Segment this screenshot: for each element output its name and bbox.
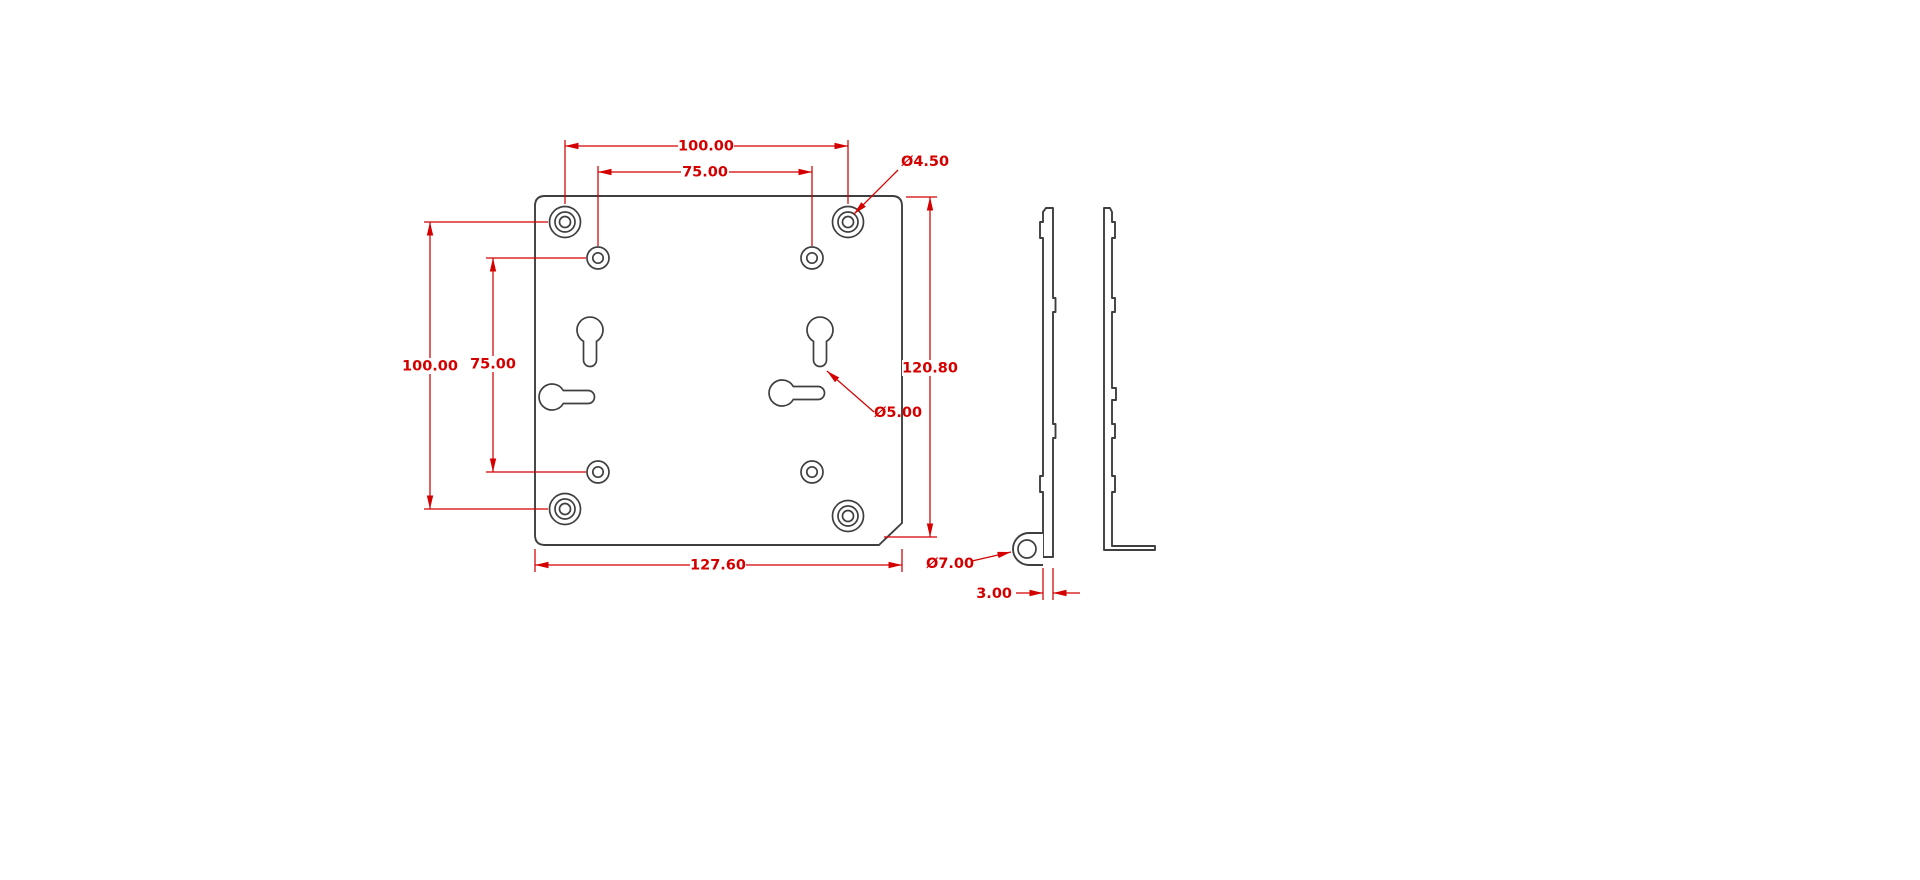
hole-ring-inner <box>558 502 572 516</box>
callout-value: Ø5.00 <box>874 405 922 421</box>
dimension-top-inner: 75.00 <box>597 164 813 246</box>
side-profile-strip <box>1039 207 1057 558</box>
dimension-value: 127.60 <box>690 558 746 574</box>
hole-ring-inner <box>591 251 605 265</box>
corner-hole-top-left <box>548 205 582 239</box>
hole-ring-inner <box>841 509 855 523</box>
dimension-value: 120.80 <box>902 361 958 377</box>
dimension-left-outer: 100.00 <box>402 221 548 510</box>
hole-ring-inner <box>805 251 819 265</box>
dimension-right-height: 120.80 <box>884 196 958 538</box>
side-view-right <box>1103 207 1156 551</box>
callout-keyhole: Ø5.00 <box>826 370 922 421</box>
inner-hole-bottom-left <box>586 460 610 484</box>
callout-corner-hole: Ø4.50 <box>853 154 949 215</box>
dimension-thickness: 3.00 <box>976 568 1080 602</box>
dimension-value: 3.00 <box>976 586 1012 602</box>
dimension-left-inner: 75.00 <box>469 257 586 473</box>
dimension-top-outer: 100.00 <box>564 138 849 204</box>
callout-value: Ø7.00 <box>926 556 974 572</box>
front-view <box>534 195 903 546</box>
lug-hole <box>1017 539 1037 559</box>
text-gap <box>902 360 958 376</box>
leader-line <box>853 169 899 215</box>
hole-ring-inner <box>805 465 819 479</box>
hole-ring-inner <box>558 215 572 229</box>
text-gap <box>681 164 729 180</box>
text-gap <box>402 358 458 374</box>
hole-ring-inner <box>591 465 605 479</box>
dimension-value: 100.00 <box>678 139 734 155</box>
callout-lug-hole: Ø7.00 <box>926 551 1012 572</box>
corner-hole-top-right <box>831 205 865 239</box>
inner-hole-bottom-right <box>800 460 824 484</box>
plate-outline <box>534 195 903 546</box>
keyhole-horizontal-left <box>538 383 596 411</box>
corner-hole-bottom-left <box>548 492 582 526</box>
keyhole-vertical-right <box>806 316 834 368</box>
text-gap <box>678 138 734 154</box>
callout-value: Ø4.50 <box>901 154 949 170</box>
corner-hole-bottom-right <box>831 499 865 533</box>
side-view-left <box>1012 207 1057 566</box>
text-gap <box>469 356 517 372</box>
dimension-value: 75.00 <box>470 357 516 373</box>
dimension-value: 75.00 <box>682 165 728 181</box>
dimension-bottom-width: 127.60 <box>534 549 903 574</box>
side-profile-strip-flanged <box>1103 207 1156 551</box>
hole-ring-inner <box>841 215 855 229</box>
text-gap <box>690 557 746 573</box>
keyhole-vertical-left <box>576 316 604 368</box>
dimension-value: 100.00 <box>402 359 458 375</box>
leader-line <box>971 551 1012 562</box>
inner-hole-top-left <box>586 246 610 270</box>
keyhole-horizontal-right <box>768 379 826 407</box>
leader-line <box>826 370 875 413</box>
inner-hole-top-right <box>800 246 824 270</box>
